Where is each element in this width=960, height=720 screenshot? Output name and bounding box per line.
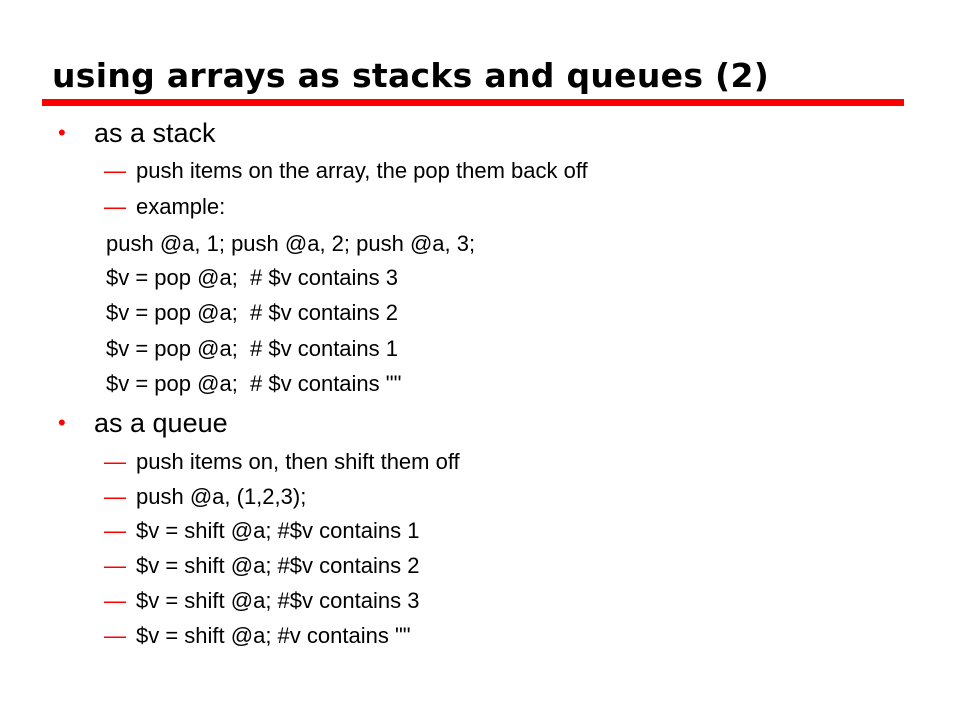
code-line: $v = pop @a; # $v contains ""	[106, 371, 402, 396]
dash-icon: —	[104, 623, 126, 648]
dash-icon: —	[104, 588, 126, 613]
dash-icon: —	[104, 553, 126, 578]
dash-icon: —	[104, 449, 126, 474]
dash-icon: —	[104, 484, 126, 509]
sub-item-text: $v = shift @a; #$v contains 2	[136, 553, 420, 578]
dash-icon: —	[104, 518, 126, 543]
code-line: $v = pop @a; # $v contains 2	[106, 300, 399, 325]
sub-item-queue-1: — push items on, then shift them off	[104, 447, 460, 477]
bullet-stack: • as a stack	[58, 116, 216, 150]
sub-item-queue-5: — $v = shift @a; #$v contains 3	[104, 586, 419, 616]
sub-item-queue-3: — $v = shift @a; #$v contains 1	[104, 516, 419, 546]
bullet-icon: •	[58, 410, 66, 435]
sub-item-text: $v = shift @a; #$v contains 1	[136, 518, 420, 543]
bullet-stack-heading: as a stack	[94, 118, 216, 148]
sub-item-text: example:	[136, 194, 226, 219]
code-line: $v = pop @a; # $v contains 1	[106, 336, 399, 361]
bullet-icon: •	[58, 120, 66, 145]
sub-item-text: push @a, (1,2,3);	[136, 484, 307, 509]
sub-item-queue-4: — $v = shift @a; #$v contains 2	[104, 551, 419, 581]
sub-item-text: $v = shift @a; #$v contains 3	[136, 588, 420, 613]
bullet-queue: • as a queue	[58, 406, 228, 440]
title-underline	[42, 99, 904, 106]
sub-item-text: $v = shift @a; #v contains ""	[136, 623, 411, 648]
sub-item-queue-2: — push @a, (1,2,3);	[104, 482, 306, 512]
code-line: push @a, 1; push @a, 2; push @a, 3;	[106, 231, 476, 256]
sub-item-text: push items on, then shift them off	[136, 449, 460, 474]
bullet-queue-heading: as a queue	[94, 408, 228, 438]
sub-item-stack-1: — push items on the array, the pop them …	[104, 156, 588, 186]
sub-item-queue-6: — $v = shift @a; #v contains ""	[104, 621, 411, 651]
code-line: $v = pop @a; # $v contains 3	[106, 265, 399, 290]
slide-title: using arrays as stacks and queues (2)	[52, 56, 770, 95]
dash-icon: —	[104, 158, 126, 183]
sub-item-text: push items on the array, the pop them ba…	[136, 158, 588, 183]
dash-icon: —	[104, 194, 126, 219]
sub-item-stack-2: — example:	[104, 192, 225, 222]
